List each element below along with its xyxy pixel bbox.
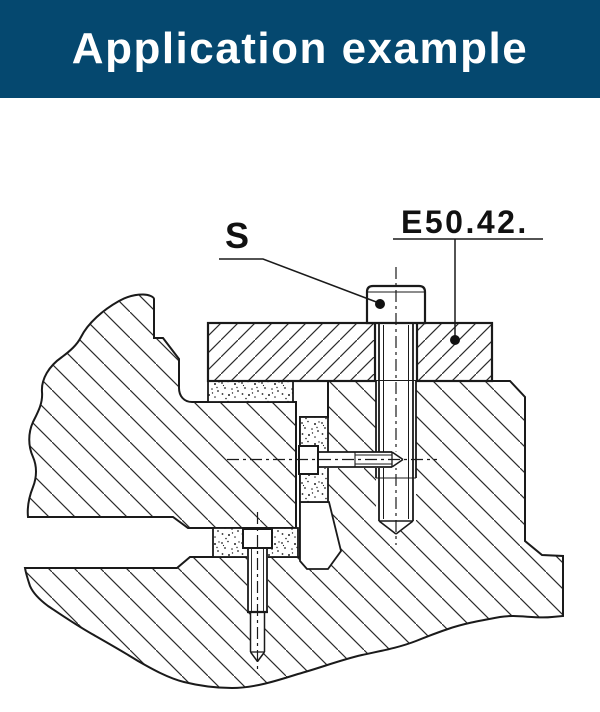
clamp-plate-left	[206, 321, 377, 383]
label-s: S	[225, 215, 249, 256]
machine-body-lower	[23, 380, 564, 690]
leader-dot-part	[450, 335, 460, 345]
page-title: Application example	[71, 24, 529, 73]
vertical-screw	[365, 267, 427, 545]
clamp-plate-right	[415, 321, 494, 383]
horizontal-screw	[227, 445, 437, 475]
leader-line-s	[219, 258, 380, 304]
leader-dot-s	[375, 299, 385, 309]
callout-part-number: E50.42.	[393, 204, 543, 345]
leader-line-part	[393, 238, 543, 338]
label-part-number: E50.42.	[401, 204, 529, 240]
application-example-figure: S E50.42.	[23, 204, 564, 690]
lower-screw	[242, 512, 273, 671]
screw-head	[365, 284, 427, 325]
body-slot-pocket	[299, 501, 342, 570]
machine-body-upper-left	[26, 293, 297, 529]
callout-s: S	[219, 215, 385, 309]
gasket-pad-under-plate	[207, 380, 294, 403]
technical-drawing: S E50.42.	[0, 98, 600, 712]
header-banner: Application example	[0, 0, 600, 98]
